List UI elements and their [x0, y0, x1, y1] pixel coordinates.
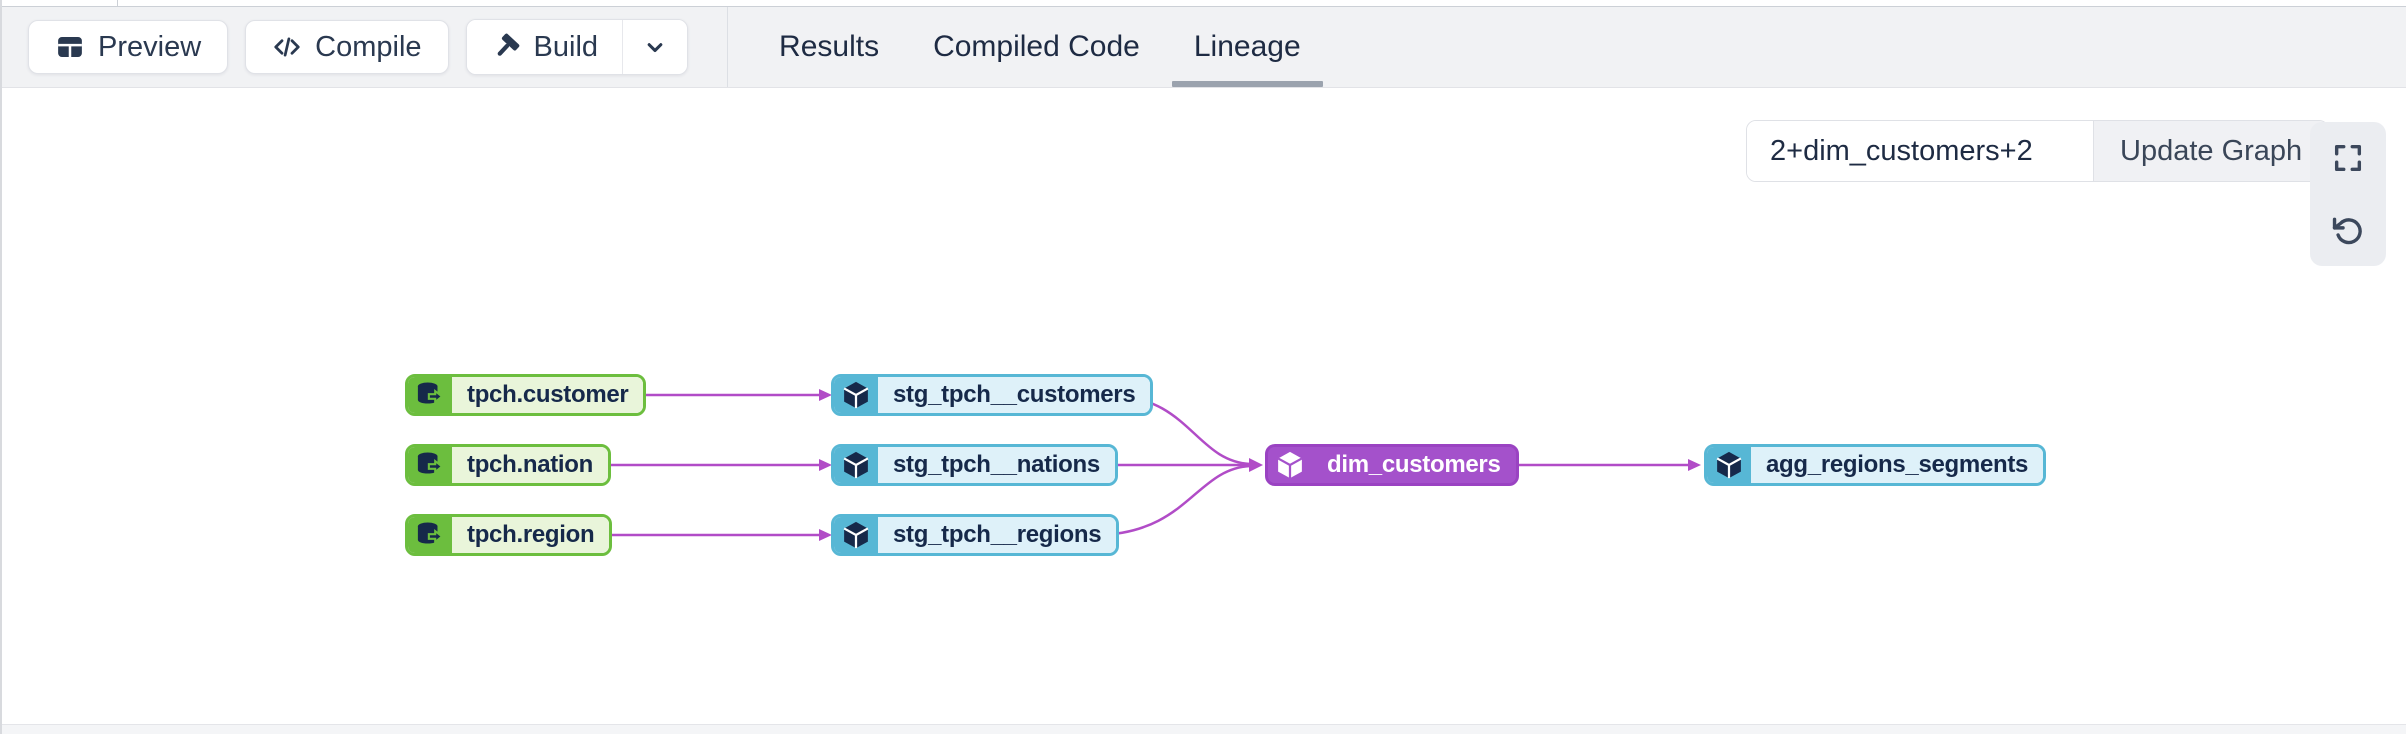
- lineage-node-stg-tpch-regions[interactable]: stg_tpch__regions: [831, 514, 1120, 556]
- edge-stgregions-to-dim: [1099, 464, 1251, 537]
- graph-controls-panel: [2310, 122, 2386, 266]
- preview-button[interactable]: Preview: [28, 20, 229, 74]
- build-button[interactable]: Build: [466, 20, 623, 74]
- tab-results[interactable]: Results: [752, 7, 906, 87]
- lineage-node-tpch-nation[interactable]: tpch.nation: [405, 444, 612, 486]
- code-icon: [272, 32, 302, 62]
- build-options-button[interactable]: [622, 20, 688, 74]
- build-button-group: Build: [465, 19, 689, 75]
- node-label: tpch.region: [452, 517, 610, 553]
- compile-button[interactable]: Compile: [245, 20, 449, 74]
- tab-lineage[interactable]: Lineage: [1167, 7, 1328, 87]
- rotate-ccw-icon: [2331, 213, 2365, 247]
- lineage-node-tpch-region[interactable]: tpch.region: [405, 514, 613, 556]
- maximize-icon: [2331, 141, 2365, 175]
- update-graph-button[interactable]: Update Graph: [2093, 121, 2329, 181]
- cube-icon: [1707, 447, 1751, 483]
- action-toolbar: Preview Compile Build Results: [2, 7, 2406, 88]
- build-button-label: Build: [533, 30, 599, 63]
- hammer-icon: [491, 32, 521, 62]
- fullscreen-button[interactable]: [2324, 134, 2372, 182]
- database-icon: [408, 377, 452, 413]
- node-label: stg_tpch__nations: [878, 447, 1115, 483]
- node-label: tpch.nation: [452, 447, 609, 483]
- preview-button-label: Preview: [98, 30, 202, 63]
- cube-icon: [1268, 447, 1312, 483]
- arrowhead: [1249, 458, 1263, 472]
- result-tabs: Results Compiled Code Lineage: [752, 7, 1328, 87]
- lineage-selector-group: Update Graph: [1746, 120, 2330, 182]
- lineage-node-stg-tpch-customers[interactable]: stg_tpch__customers: [831, 374, 1154, 416]
- node-label: stg_tpch__customers: [878, 377, 1151, 413]
- node-label: stg_tpch__regions: [878, 517, 1117, 553]
- lineage-node-tpch-customer[interactable]: tpch.customer: [405, 374, 647, 416]
- editor-tab-divider: [117, 0, 118, 6]
- lineage-node-agg-regions-segments[interactable]: agg_regions_segments: [1704, 444, 2047, 486]
- compile-button-label: Compile: [315, 30, 422, 63]
- node-label: dim_customers: [1312, 447, 1516, 483]
- editor-tabbar-edge: [2, 0, 2406, 7]
- cube-icon: [834, 517, 878, 553]
- arrowhead: [1688, 459, 1701, 471]
- toolbar-divider: [727, 7, 729, 87]
- lineage-node-dim-customers[interactable]: dim_customers: [1265, 444, 1519, 486]
- table-icon: [55, 32, 85, 62]
- lineage-selector-input[interactable]: [1747, 121, 2093, 181]
- database-icon: [408, 447, 452, 483]
- node-label: tpch.customer: [452, 377, 644, 413]
- reset-view-button[interactable]: [2324, 206, 2372, 254]
- panel-bottom-edge: [2, 724, 2406, 734]
- cube-icon: [834, 377, 878, 413]
- lineage-node-stg-tpch-nations[interactable]: stg_tpch__nations: [831, 444, 1118, 486]
- cube-icon: [834, 447, 878, 483]
- database-icon: [408, 517, 452, 553]
- node-label: agg_regions_segments: [1751, 447, 2044, 483]
- tab-compiled-code[interactable]: Compiled Code: [906, 7, 1167, 87]
- chevron-down-icon: [641, 33, 669, 61]
